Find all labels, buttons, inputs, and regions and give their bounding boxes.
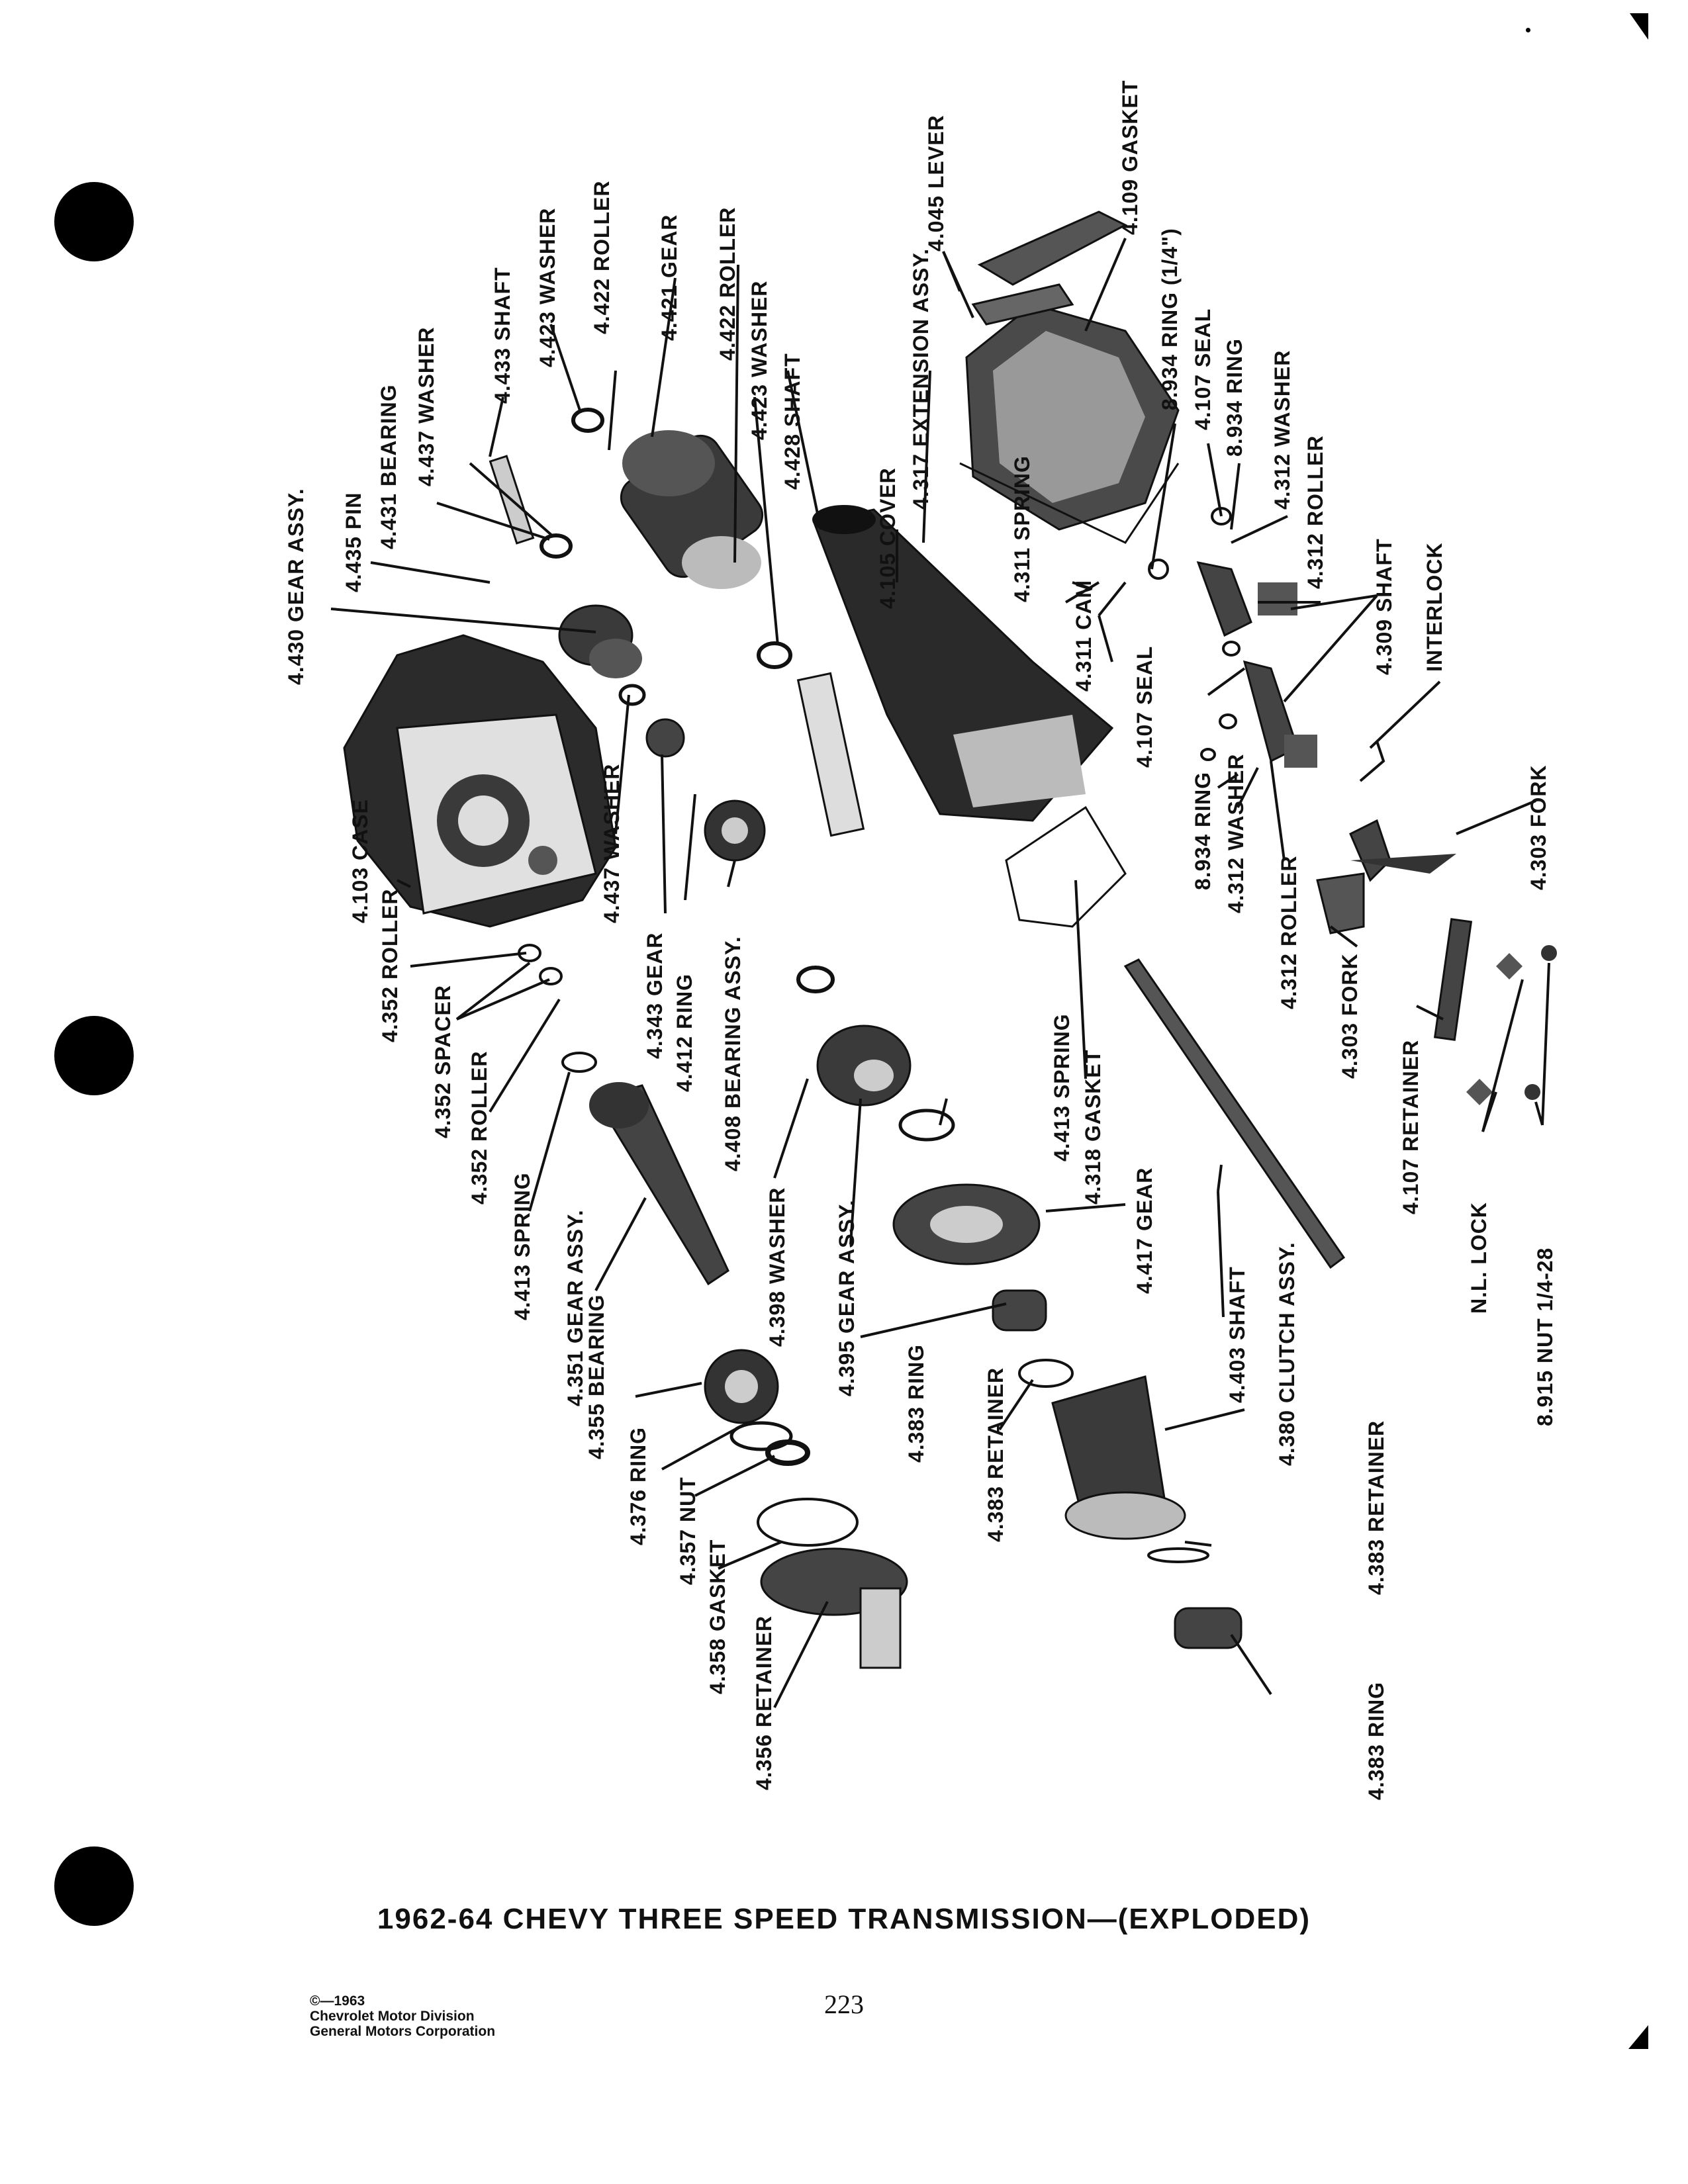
case-part (343, 634, 617, 928)
label-4311-spring: 4.311 SPRING (1010, 455, 1034, 602)
binder-hole-middle (54, 1016, 134, 1095)
clutch-gear-part (892, 1183, 1041, 1265)
label-4433-shaft: 4.433 SHAFT (491, 267, 514, 404)
synchro-ring-rear-part (1174, 1607, 1243, 1649)
label-4356-retainer: 4.356 RETAINER (752, 1615, 776, 1790)
label-4343-gear: 4.343 GEAR (643, 933, 667, 1059)
rear-bearing-part (704, 799, 766, 862)
leader-lines (330, 238, 1550, 1708)
label-4422-roller-mid: 4.422 ROLLER (716, 206, 739, 361)
label-4107-retainer: 4.107 RETAINER (1399, 1040, 1423, 1214)
label-4312-roller-mid: 4.312 ROLLER (1277, 855, 1301, 1009)
interlock-part (1359, 741, 1385, 782)
label-4318-gasket: 4.318 GASKET (1081, 1050, 1105, 1205)
lever-part (971, 210, 1128, 326)
binder-hole-top (54, 182, 134, 261)
label-4383-ring-lower: 4.383 RING (1364, 1682, 1388, 1800)
corner-mark-bottom-right (1628, 2025, 1648, 2049)
countershaft-gear-part (620, 430, 764, 589)
bearing-retainer-part (760, 1547, 908, 1669)
label-4417-gear: 4.417 GEAR (1133, 1167, 1156, 1294)
label-4309-shaft: 4.309 SHAFT (1372, 538, 1396, 675)
label-8915-nut: 8.915 NUT 1/4-28 (1533, 1248, 1557, 1426)
corner-mark-top-right (1630, 13, 1648, 40)
label-4107-seal-mid: 4.107 SEAL (1133, 646, 1156, 768)
label-4317-extension-assy: 4.317 EXTENSION ASSY. (909, 248, 933, 510)
clutch-sleeve-part (1051, 1375, 1186, 1540)
label-4383-retainer-left: 4.383 RETAINER (984, 1367, 1008, 1542)
label-4303-fork-right: 4.303 FORK (1526, 764, 1550, 890)
label-4412-ring: 4.412 RING (673, 974, 696, 1092)
label-4358-gasket: 4.358 GASKET (706, 1539, 729, 1694)
label-4437-washer-lower: 4.437 WASHER (600, 764, 624, 923)
label-4395-gear-assy: 4.395 GEAR ASSY. (835, 1199, 859, 1396)
binder-hole-bottom (54, 1846, 134, 1926)
label-4357-nut: 4.357 NUT (676, 1477, 700, 1585)
label-4413-spring-left: 4.413 SPRING (510, 1172, 534, 1320)
label-4312-roller-top: 4.312 ROLLER (1303, 435, 1327, 589)
label-4311-cam: 4.311 CAM (1072, 580, 1096, 692)
reverse-idler-gear-part (558, 604, 642, 678)
synchro-ring-part (992, 1289, 1047, 1332)
extension-housing-part (812, 505, 1114, 822)
label-4376-ring: 4.376 RING (626, 1427, 650, 1545)
label-4403-shaft: 4.403 SHAFT (1225, 1266, 1249, 1403)
label-4303-fork-left: 4.303 FORK (1338, 953, 1362, 1079)
main-drive-gear-part (589, 1082, 729, 1286)
fork-parts (1316, 819, 1456, 934)
label-4431-bearing: 4.431 BEARING (377, 384, 400, 549)
label-4103-case: 4.103 CASE (348, 799, 372, 923)
label-4423-washer-mid: 4.423 WASHER (747, 281, 771, 440)
mainshaft-part (1123, 958, 1346, 1269)
label-4413-spring-mid: 4.413 SPRING (1050, 1013, 1074, 1161)
label-4422-roller-top: 4.422 ROLLER (590, 180, 614, 334)
label-4383-ring-upper: 4.383 RING (904, 1344, 928, 1463)
label-4421-gear: 4.421 GEAR (657, 214, 681, 341)
label-4430-gear-assy: 4.430 GEAR ASSY. (284, 488, 308, 685)
second-speed-gear-part (816, 1024, 912, 1107)
label-4380-clutch-assy: 4.380 CLUTCH ASSY. (1275, 1242, 1299, 1466)
speck-dot (1526, 28, 1530, 32)
label-8934-ring-quarter: 8.934 RING (1/4") (1158, 228, 1182, 410)
label-4352-roller-lower: 4.352 ROLLER (467, 1050, 491, 1205)
page-number: 223 (824, 1989, 864, 2019)
label-nl-lock: N.L. LOCK (1467, 1202, 1491, 1314)
label-4428-shaft: 4.428 SHAFT (780, 353, 804, 490)
cover-part (959, 303, 1180, 544)
small-gear-part (645, 718, 685, 758)
label-4352-spacer: 4.352 SPACER (431, 985, 455, 1138)
label-4312-washer-top: 4.312 WASHER (1270, 350, 1294, 510)
label-interlock: INTERLOCK (1423, 542, 1446, 672)
label-4408-bearing-assy: 4.408 BEARING ASSY. (721, 936, 745, 1171)
copyright-year: ©—1963 (310, 1993, 365, 2009)
front-bearing-part (704, 1349, 779, 1424)
gasket-part (1005, 805, 1127, 928)
page-title: 1962-64 CHEVY THREE SPEED TRANSMISSION—(… (377, 1903, 1311, 1935)
label-4437-washer-top: 4.437 WASHER (414, 327, 438, 486)
label-4351-gear-assy: 4.351 GEAR ASSY. (563, 1209, 587, 1406)
label-8934-ring-top: 8.934 RING (1223, 338, 1246, 457)
label-4105-cover: 4.105 COVER (876, 467, 900, 609)
label-4107-seal-top: 4.107 SEAL (1191, 308, 1215, 430)
retainer-part (1433, 918, 1473, 1041)
label-4383-retainer-right: 4.383 RETAINER (1364, 1420, 1388, 1595)
label-4355-bearing: 4.355 BEARING (585, 1294, 608, 1459)
countershaft-part (796, 672, 865, 837)
label-4109-gasket: 4.109 GASKET (1118, 80, 1142, 235)
copyright-block: ©—1963 Chevrolet Motor Division General … (310, 1993, 495, 2039)
label-4312-washer-mid: 4.312 WASHER (1224, 754, 1248, 913)
label-4435-pin: 4.435 PIN (342, 492, 365, 592)
part-labels: 4.045 LEVER 4.109 GASKET 8.934 RING (1/4… (284, 80, 1557, 1800)
label-4398-washer: 4.398 WASHER (765, 1187, 789, 1347)
label-4045-lever: 4.045 LEVER (924, 114, 948, 251)
label-8934-ring-mid: 8.934 RING (1191, 772, 1215, 890)
copyright-corporation: General Motors Corporation (310, 2024, 496, 2039)
shift-shaft-parts (1196, 561, 1317, 768)
copyright-division: Chevrolet Motor Division (310, 2009, 475, 2024)
label-4352-roller-top: 4.352 ROLLER (378, 888, 402, 1042)
label-4423-washer-top: 4.423 WASHER (536, 208, 559, 367)
